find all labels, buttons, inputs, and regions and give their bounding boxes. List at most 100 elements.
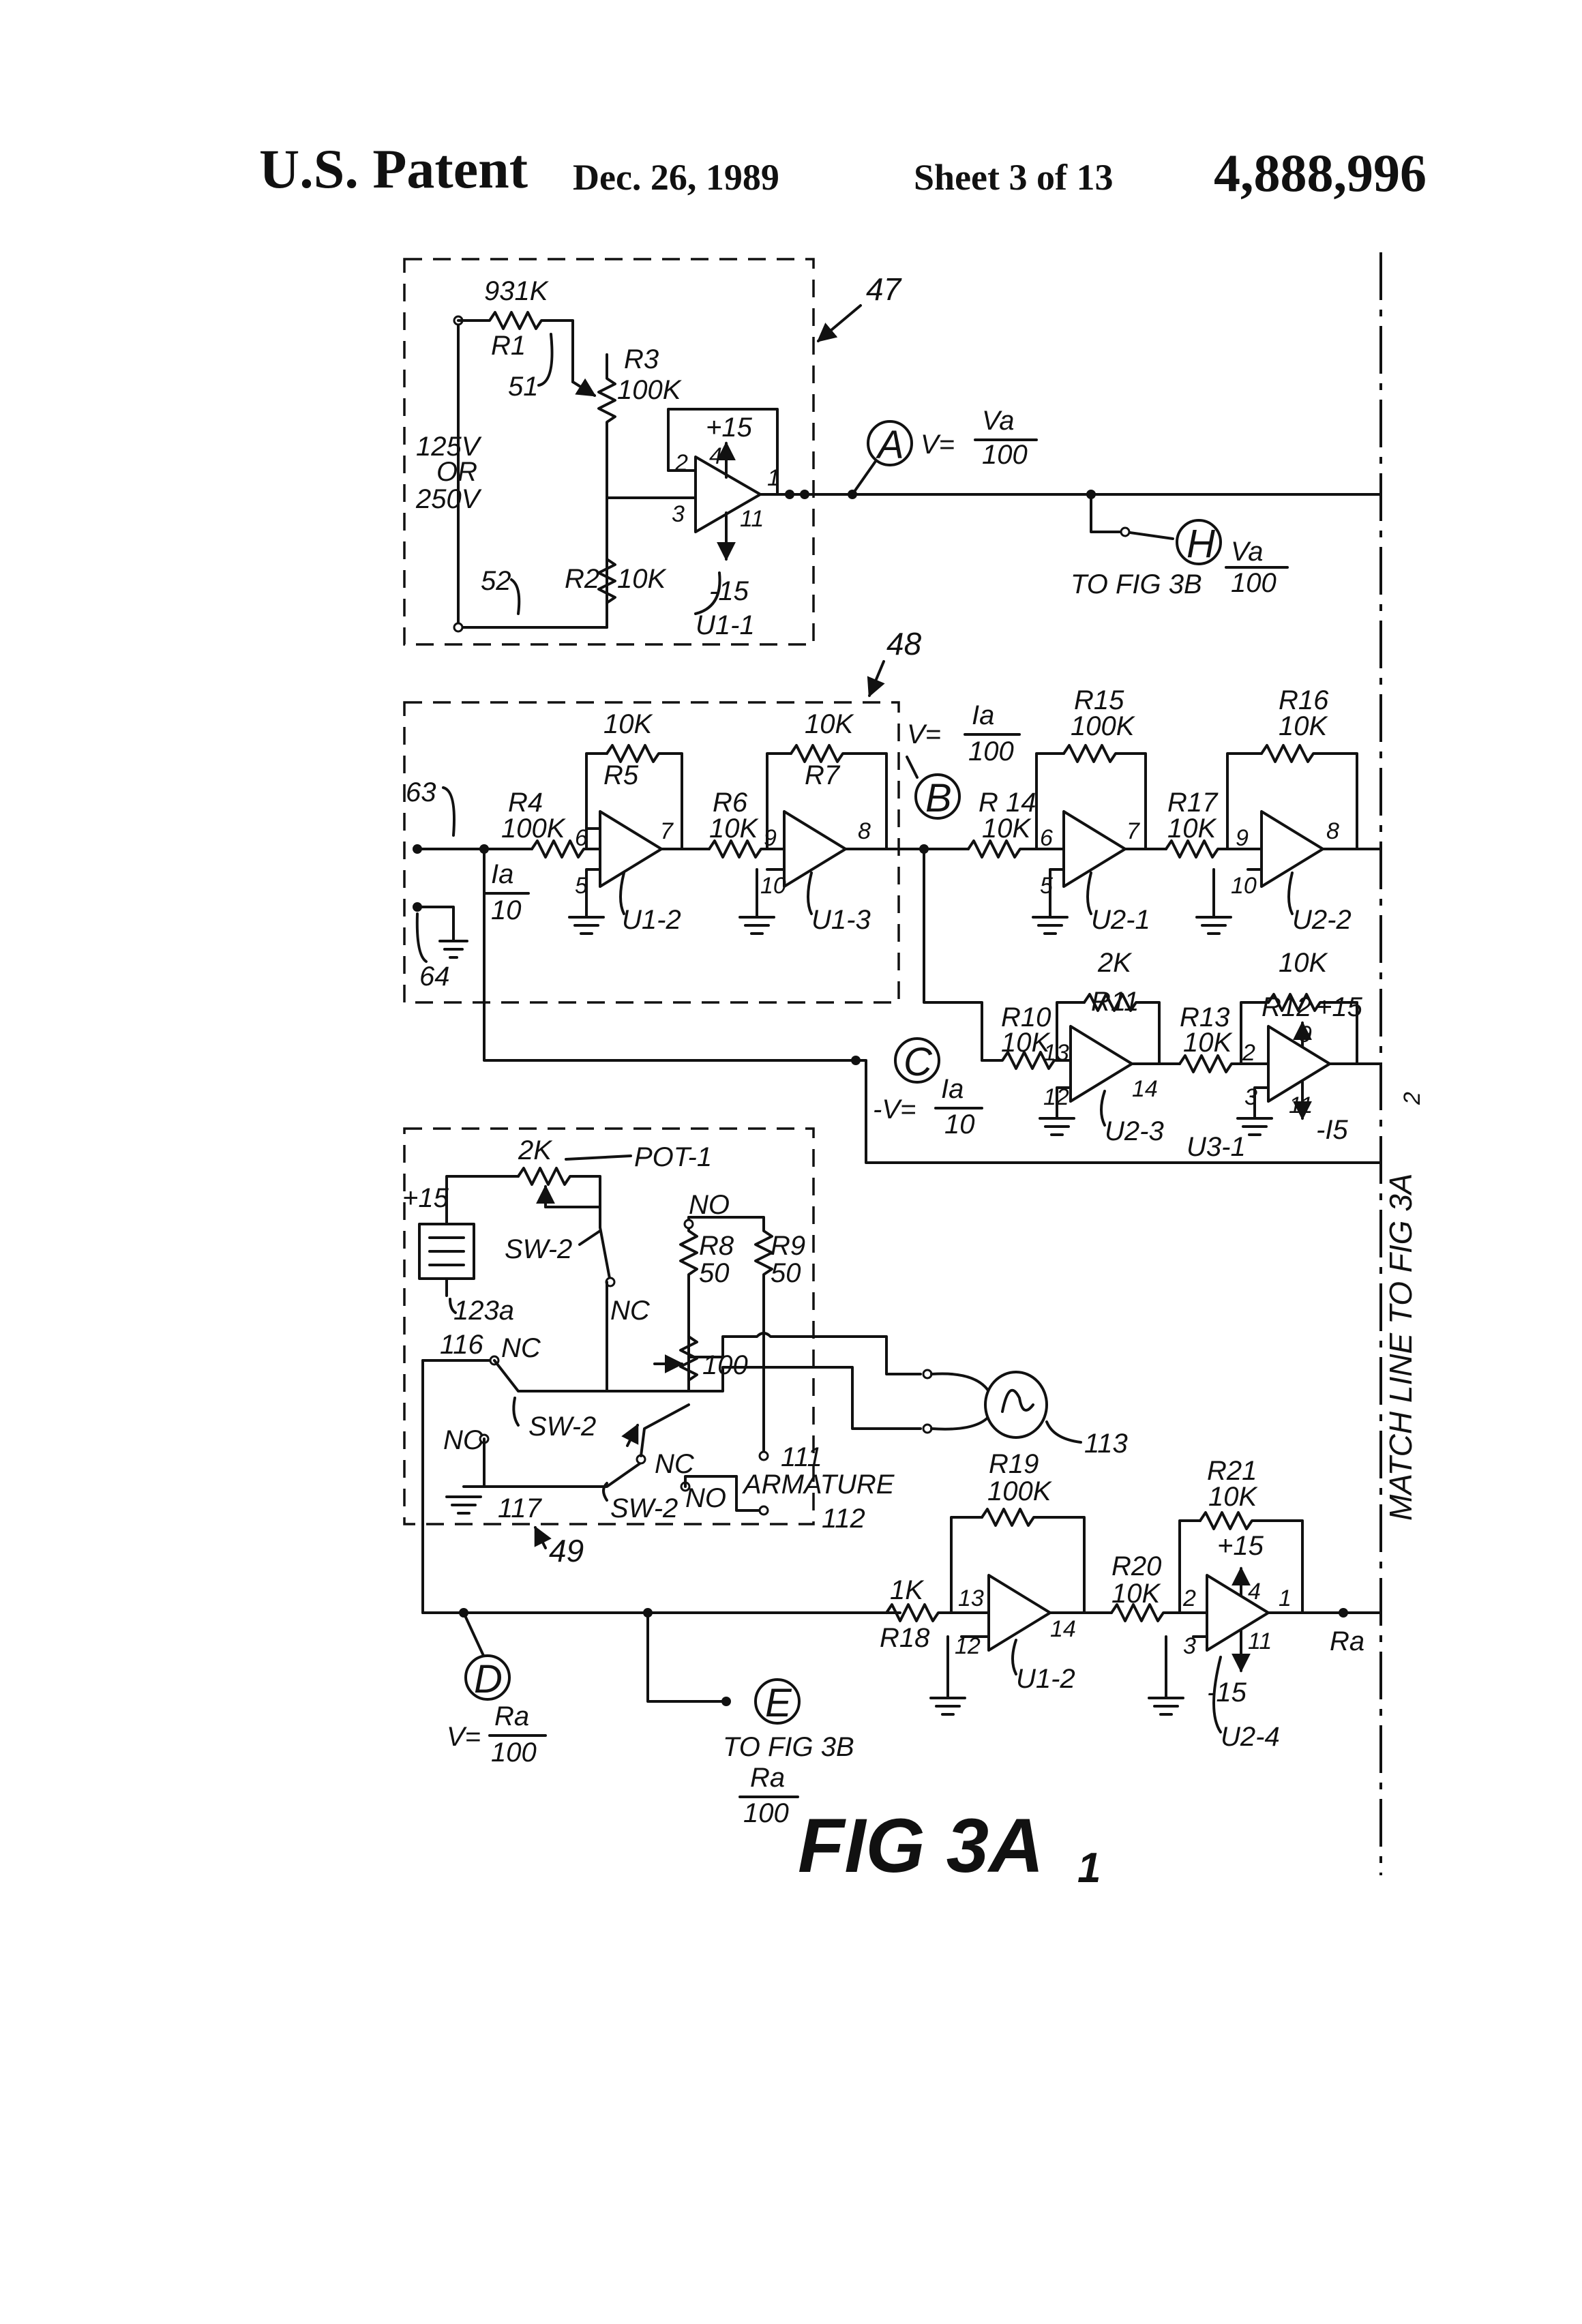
r8-label: R8 [699,1231,734,1261]
ref-63: 63 [406,777,436,807]
no-top: NO [689,1190,730,1220]
r20-value: 10K [1111,1579,1161,1609]
r6-value: 10K [709,814,759,844]
node-b-num: Ia [972,700,994,730]
r13-label: R13 [1180,1002,1229,1032]
r13-value: 10K [1183,1028,1233,1058]
u2-3-pin13: 13 [1043,1040,1069,1066]
r16-label: R16 [1279,685,1329,715]
match-line-label: MATCH LINE TO FIG 3A [1383,1174,1418,1521]
opamp-u2-1 [1062,810,1126,888]
node-a-eq: V= [921,430,955,460]
ref-112: 112 [822,1504,865,1534]
signal-b-ia: B V= Ia 100 R 14 10K R15 100K 6 5 7 U2-1… [844,685,1382,1162]
u3-1-pin2: 2 [1242,1040,1255,1066]
sw2-nc-bottom: NC [655,1449,695,1479]
ia10-den: 10 [491,895,522,925]
r3-value: 100K [617,375,683,405]
u3-1-minus15: -I5 [1316,1115,1348,1145]
ref-51: 51 [508,372,539,402]
r21-label: R21 [1207,1456,1257,1486]
sw2-nc-mid: NC [501,1333,541,1363]
r2-label: R2 [565,564,599,594]
u2-4-pin11: 11 [1248,1628,1272,1654]
u1-3-pin9: 9 [764,825,777,851]
u2-1-pin5: 5 [1040,873,1053,899]
supply-label-1: 125V [416,432,482,462]
block-47-voltage-sense: 47 125V OR 250V 52 931K R1 51 R3 100K R2… [403,258,902,646]
node-d-den: 100 [491,1738,537,1768]
u1-2b-pin14: 14 [1050,1616,1076,1642]
node-e-den: 100 [743,1798,789,1828]
u1-3-pin10: 10 [760,873,786,899]
r14-label: R 14 [979,788,1036,818]
node-d-num: Ra [494,1701,529,1731]
opamp-u2-4 [1206,1574,1270,1652]
block-48-label: 48 [886,626,922,661]
node-a-num: Va [982,406,1014,436]
u2-4-label: U2-4 [1221,1722,1280,1752]
u2-4-pin3: 3 [1183,1633,1196,1659]
r14-value: 10K [982,814,1032,844]
u1-1-pin2: 2 [674,450,688,476]
opamp-u3-1 [1267,1025,1331,1103]
u1-1-plus15: +15 [706,413,753,443]
sw2-no-bottom: NO [685,1483,726,1513]
u2-4-pin4: 4 [1248,1579,1261,1605]
r15-value: 100K [1071,711,1136,741]
u1-2-label: U1-2 [622,905,681,935]
node-e-num: Ra [750,1763,785,1793]
u1-2b-pin12: 12 [955,1633,981,1659]
figure-label-main: FIG 3A [798,1803,1044,1888]
r5-label: R5 [603,760,639,790]
battery-plus15: +15 [402,1183,449,1213]
u1-2-pin5: 5 [575,873,588,899]
supply-label-or: OR [436,457,477,487]
r17-value: 10K [1167,814,1217,844]
ref-52: 52 [481,566,511,596]
opamp-u2-2 [1260,810,1324,888]
match-line-sub: 2 [1399,1092,1425,1105]
node-e-to-fig: TO FIG 3B [723,1732,854,1762]
node-b: B [925,776,952,820]
r1-value: 931K [484,276,550,306]
sw2-no-left: NO [443,1425,484,1455]
block-49-label: 49 [549,1533,584,1568]
r9-value: 50 [771,1258,801,1288]
u1-1-label: U1-1 [696,610,755,640]
u1-2-pin7: 7 [660,818,674,844]
r10-value: 10K [1001,1028,1051,1058]
ia10-num: Ia [491,859,513,889]
opamp-u1-1 [694,456,762,533]
patent-header: U.S. Patent Dec. 26, 1989 Sheet 3 of 13 … [259,138,1427,203]
u2-4-pin1: 1 [1279,1585,1292,1611]
header-date: Dec. 26, 1989 [573,157,779,198]
block-47-label: 47 [866,271,902,307]
u1-3-label: U1-3 [811,905,871,935]
ref-117: 117 [498,1493,543,1523]
sw2-label-top: SW-2 [505,1234,572,1264]
u1-2b-label: U1-2 [1016,1664,1075,1694]
node-h-den: 100 [1231,568,1277,598]
node-b-den: 100 [968,736,1014,766]
u3-1-label: U3-1 [1186,1132,1246,1162]
sw2-nc-top: NC [610,1296,651,1326]
node-e: E [765,1681,792,1725]
r21-value: 10K [1208,1482,1258,1512]
r18-label: R18 [880,1623,930,1653]
r8-value: 50 [699,1258,730,1288]
u2-4-pin2: 2 [1182,1585,1196,1611]
sw2-label-bottom: SW-2 [610,1493,678,1523]
signal-a-va: A V= Va 100 H Va 100 TO FIG 3B [759,406,1382,599]
u1-1-pin1: 1 [767,465,780,491]
node-c-den: 10 [944,1109,975,1139]
u3-1-plus15: +15 [1316,992,1363,1022]
block-48-current-sense: 48 63 64 Ia 10 R4 100K 10K R5 6 5 7 U [403,626,922,1062]
armature-label: ARMATURE [742,1470,895,1500]
node-h-to-fig: TO FIG 3B [1071,569,1202,599]
u3-1-pin3: 3 [1244,1084,1257,1110]
node-d: D [474,1657,503,1701]
r12-label: R12 [1262,992,1311,1022]
r12-value: 10K [1279,948,1328,978]
